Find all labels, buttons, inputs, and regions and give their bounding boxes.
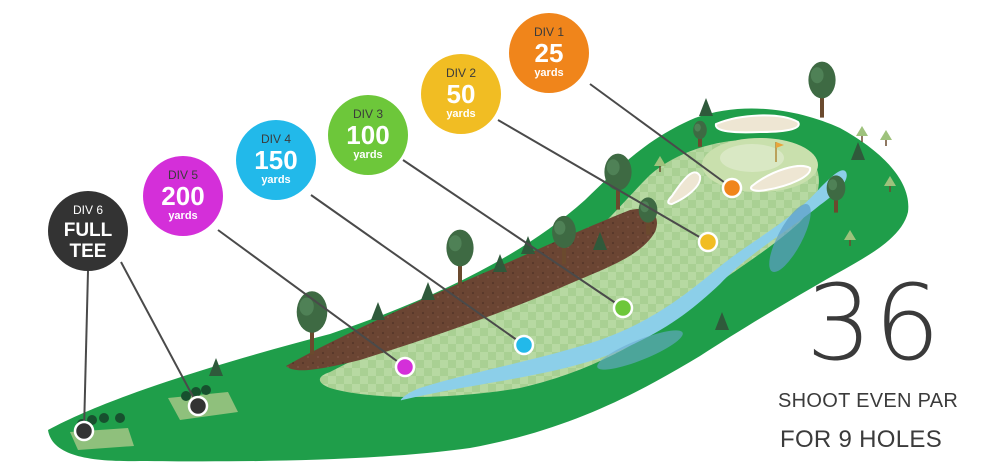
badge-circle	[236, 120, 316, 200]
leader-line	[120, 261, 199, 407]
badge-circle	[143, 156, 223, 236]
badge-distance-value: FULL	[64, 220, 113, 241]
badge-distance-value: 150	[254, 145, 297, 175]
small-tree-icon	[844, 230, 856, 240]
pine-tree-icon	[371, 302, 385, 320]
badge-circle	[421, 54, 501, 134]
badge-distance-value: 25	[535, 38, 564, 68]
pine-tree-icon	[493, 254, 507, 272]
badge-circle	[48, 191, 128, 271]
small-tree-icon	[654, 156, 666, 166]
pine-tree-icon	[593, 232, 607, 250]
small-tree-icon	[884, 176, 896, 186]
pine-tree-icon	[209, 358, 223, 376]
badge-distance-unit: yards	[446, 108, 475, 120]
sand-bunker	[750, 165, 811, 192]
sand-bunker	[715, 114, 800, 134]
hole-number: 36	[806, 262, 943, 384]
water-shadow	[597, 330, 683, 370]
distance-markers	[73, 177, 743, 442]
tree-icon	[296, 291, 328, 355]
badge-circle	[509, 13, 589, 93]
badge-distance-unit: yards	[353, 149, 382, 161]
pine-tree-icon	[851, 142, 865, 160]
badge-distance-unit: yards	[261, 174, 290, 186]
tree-icon	[552, 215, 576, 265]
badge-division-label: DIV 6	[73, 203, 103, 217]
pine-tree-icon	[421, 282, 435, 300]
distance-marker	[73, 420, 95, 442]
leader-line	[83, 270, 89, 432]
small-tree-icon	[856, 126, 868, 136]
tagline-for-9-holes: FOR 9 HOLES	[780, 426, 943, 453]
leader-line	[589, 83, 733, 189]
tree-icon	[446, 229, 474, 286]
trees	[209, 61, 896, 376]
badge-division-label: DIV 1	[534, 25, 564, 39]
water-shadow	[769, 203, 811, 273]
leader-line	[402, 159, 624, 309]
leader-line	[497, 119, 709, 243]
pine-tree-icon	[699, 98, 713, 116]
badge-division-label: DIV 5	[168, 168, 198, 182]
badge-division-label: DIV 2	[446, 66, 476, 80]
distance-leader-lines	[83, 83, 733, 432]
badge-distance-value: 100	[346, 120, 389, 150]
badge-distance-unit: yards	[168, 210, 197, 222]
flag-icon	[776, 142, 784, 148]
distance-marker	[394, 356, 416, 378]
distance-marker	[721, 177, 743, 199]
badge-circle	[328, 95, 408, 175]
badge-division-label: DIV 4	[261, 132, 291, 146]
tree-icon	[604, 153, 632, 210]
leader-line	[217, 229, 406, 368]
badge-distance-unit: yards	[534, 67, 563, 79]
distance-marker	[187, 395, 209, 417]
tagline-shoot-even-par: SHOOT EVEN PAR	[778, 390, 959, 412]
sand-bunker	[667, 171, 702, 206]
badge-division-label: DIV 3	[353, 107, 383, 121]
distance-marker	[513, 334, 535, 356]
green-fringe	[720, 144, 784, 172]
badge-distance-value: 50	[447, 79, 476, 109]
tree-icon	[693, 120, 707, 147]
tree-icon	[826, 175, 846, 213]
small-tree-icon	[880, 130, 892, 140]
pine-tree-icon	[715, 312, 729, 330]
badge-distance-value: 200	[161, 181, 204, 211]
tree-icon	[808, 61, 836, 118]
distance-marker	[612, 297, 634, 319]
distance-marker	[697, 231, 719, 253]
leader-line	[310, 194, 525, 346]
badge-distance-unit: TEE	[70, 241, 107, 262]
